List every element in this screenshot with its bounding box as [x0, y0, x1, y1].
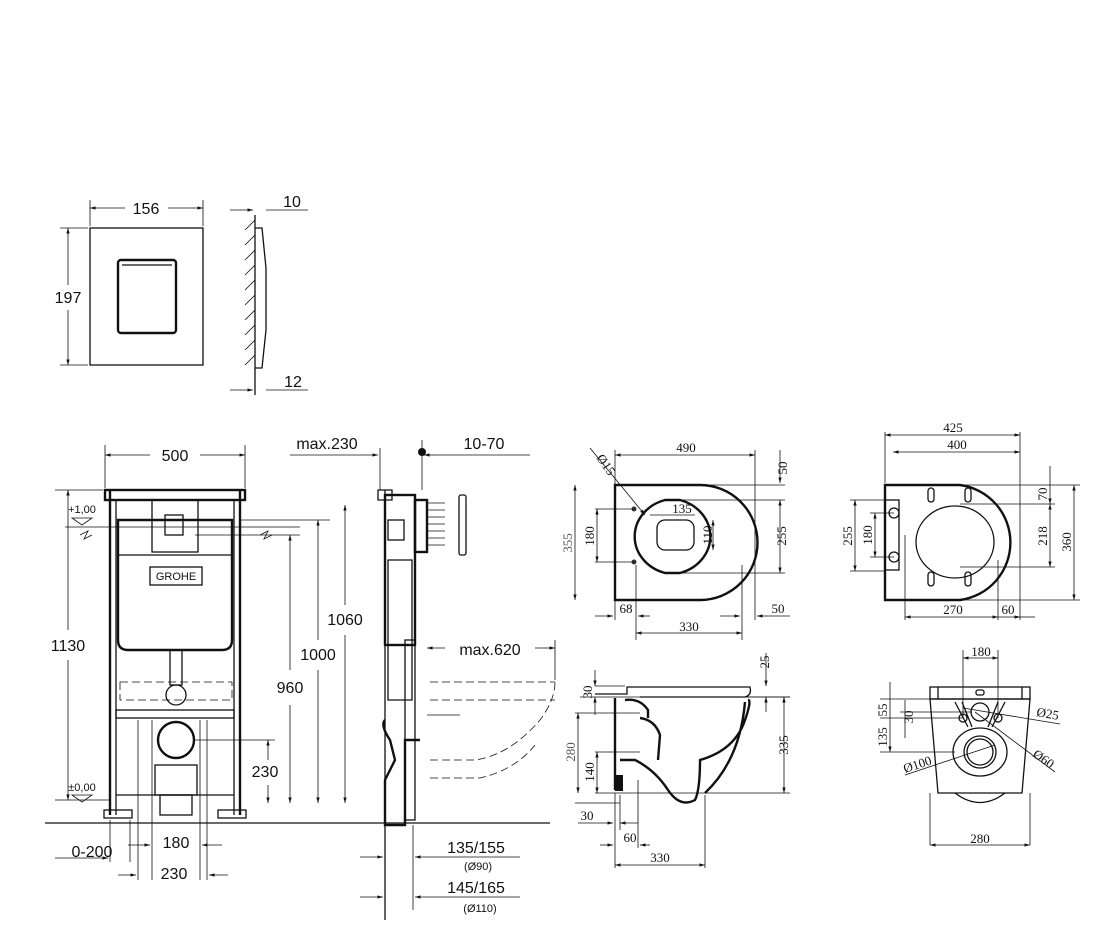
bowl-side-25-label: 25	[757, 656, 772, 669]
seat-360-label: 360	[1059, 532, 1074, 552]
bowl-side-b60-label: 60	[624, 830, 637, 845]
front-280-label: 280	[970, 831, 990, 846]
bowl-side-b30-label: 30	[581, 808, 594, 823]
height-1000-label: 1000	[300, 647, 336, 664]
front-135-label: 135	[875, 727, 890, 747]
plate-offset-label: 10-70	[464, 436, 505, 453]
seat-60-label: 60	[1002, 602, 1015, 617]
plate-height-label: 197	[55, 290, 82, 307]
flush-plate-front: 156 197	[55, 200, 204, 366]
bowl-50-top-label: 50	[775, 462, 790, 475]
dia-60-label: Ø60	[1030, 746, 1057, 771]
adjustment-0-200-label: 0-200	[72, 844, 113, 861]
bowl-330-label: 330	[679, 619, 699, 634]
width-180-label: 180	[163, 835, 190, 852]
bowl-front-view: 180 55 135 30 Ø25 Ø60 Ø100 280	[875, 644, 1060, 847]
height-960-label: 960	[277, 680, 304, 697]
dia-100-label: Ø100	[901, 753, 933, 776]
plate-depth-top-label: 10	[283, 194, 301, 211]
seat-180-label: 180	[860, 525, 875, 545]
level-top-label: +1,00	[68, 504, 96, 516]
seat-top-view: 425 400 70 218 360 255 180 270 60	[840, 420, 1080, 620]
seat-255-label: 255	[840, 526, 855, 546]
installation-side-view: max.230 10-70 max.620 135/155 (Ø90) 145/…	[290, 436, 556, 920]
bowl-length-490-label: 490	[676, 440, 696, 455]
seat-70-label: 70	[1035, 488, 1050, 501]
seat-218-label: 218	[1035, 526, 1050, 546]
seat-400-label: 400	[947, 437, 967, 452]
flush-plate-side: 10 12	[230, 194, 308, 395]
width-230-label: 230	[161, 866, 188, 883]
front-30-label: 30	[901, 711, 916, 724]
bowl-180-label: 180	[582, 526, 597, 546]
bowl-110-label: 110	[700, 525, 715, 544]
pipe-90-label: (Ø90)	[464, 861, 492, 873]
height-1060-label: 1060	[327, 612, 363, 629]
depth-135-155-label: 135/155	[447, 840, 505, 857]
bowl-355-label: 355	[560, 533, 575, 553]
bowl-side-view: 30 25 280 140 335 30 60 330	[563, 653, 791, 868]
height-230-label: 230	[252, 764, 279, 781]
level-zero-label: ±0,00	[68, 782, 95, 794]
bowl-top-view: 490 Ø15 50 355 180 135 110 255 68 330 50	[560, 440, 790, 640]
seat-425-label: 425	[943, 420, 963, 435]
max-reach-620-label: max.620	[459, 642, 520, 659]
grohe-logo: GROHE	[156, 571, 196, 583]
depth-145-165-label: 145/165	[447, 880, 505, 897]
plate-width-label: 156	[133, 201, 160, 218]
installation-frame-front: GROHE 500 1130 +1,00 ±0,00 960 1000 1060…	[45, 445, 550, 883]
max-depth-230-label: max.230	[296, 436, 357, 453]
front-55-label: 55	[875, 704, 890, 717]
bowl-side-335-label: 335	[776, 735, 791, 755]
bowl-side-140-label: 140	[582, 762, 597, 782]
bowl-68-label: 68	[620, 601, 633, 616]
bowl-side-280-label: 280	[563, 742, 578, 762]
pipe-110-label: (Ø110)	[463, 903, 496, 915]
front-180-label: 180	[971, 644, 991, 659]
bowl-side-30-label: 30	[580, 686, 595, 699]
bowl-135-label: 135	[672, 501, 692, 516]
frame-width-label: 500	[162, 448, 189, 465]
bowl-50-bottom-label: 50	[772, 601, 785, 616]
bowl-255-label: 255	[774, 526, 789, 546]
seat-270-label: 270	[943, 602, 963, 617]
dia-25-label: Ø25	[1035, 704, 1060, 723]
bowl-side-b330-label: 330	[650, 850, 670, 865]
frame-height-label: 1130	[51, 638, 86, 655]
plate-depth-bottom-label: 12	[284, 374, 302, 391]
